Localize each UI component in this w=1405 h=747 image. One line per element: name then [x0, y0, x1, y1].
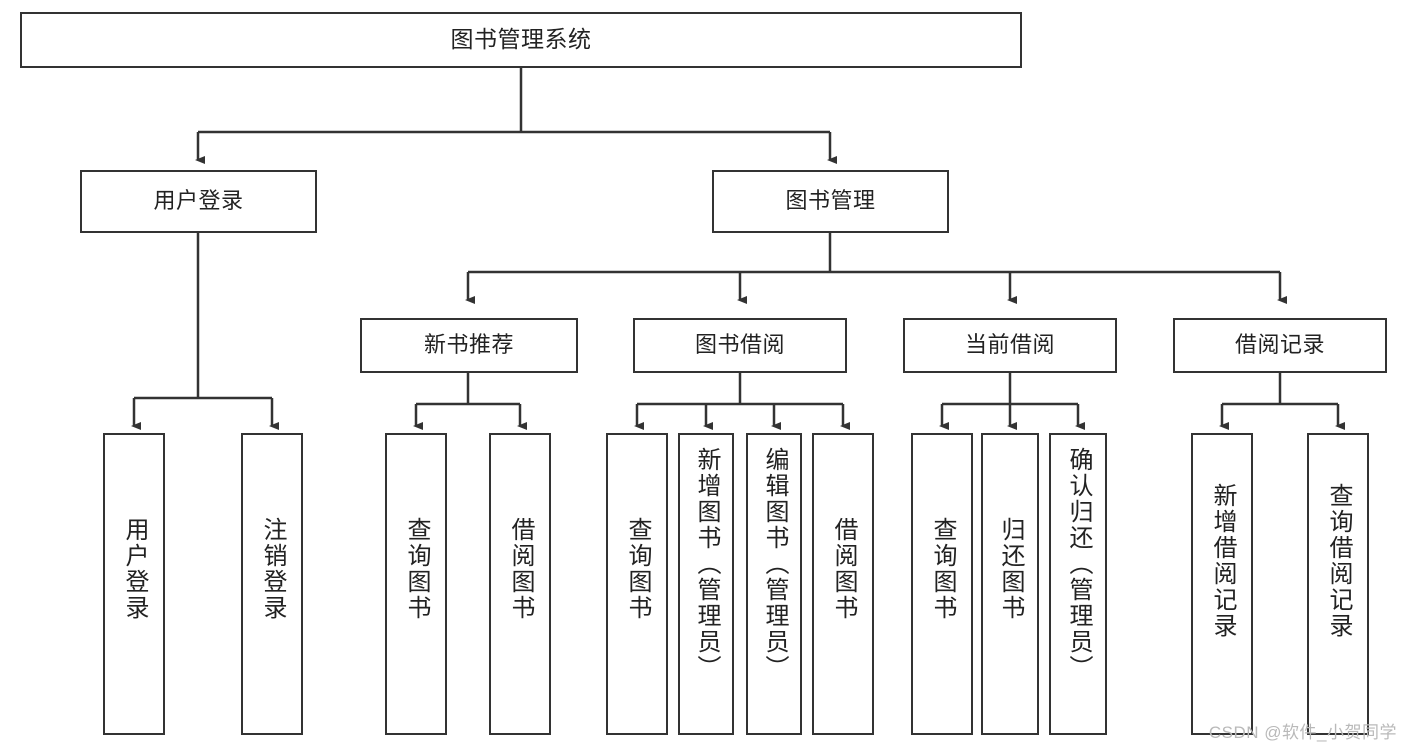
- node-label: 用户登录: [121, 517, 148, 621]
- leaf-borrow-book-rec[interactable]: 借阅图书: [489, 433, 551, 735]
- leaf-query-book-borrow[interactable]: 查询图书: [606, 433, 668, 735]
- node-new-book-recommend[interactable]: 新书推荐: [360, 318, 578, 373]
- node-label: 借阅记录: [1234, 332, 1325, 358]
- node-label: 借阅图书: [507, 517, 534, 621]
- node-label: 查询图书: [929, 517, 956, 621]
- node-label: 图书管理: [785, 188, 876, 214]
- leaf-query-book-rec[interactable]: 查询图书: [385, 433, 447, 735]
- leaf-logout[interactable]: 注销登录: [241, 433, 303, 735]
- node-label: 图书借阅: [694, 332, 785, 358]
- leaf-return-book[interactable]: 归还图书: [981, 433, 1039, 735]
- leaf-user-login[interactable]: 用户登录: [103, 433, 165, 735]
- node-label: 图书管理系统: [450, 26, 592, 53]
- node-label: 用户登录: [153, 188, 244, 214]
- node-label: 查询图书: [624, 517, 651, 621]
- node-label: 查询图书: [403, 517, 430, 621]
- node-current-borrow[interactable]: 当前借阅: [903, 318, 1117, 373]
- node-label: 查询借阅记录: [1325, 483, 1352, 639]
- leaf-add-borrow-record[interactable]: 新增借阅记录: [1191, 433, 1253, 735]
- node-label: 归还图书: [997, 517, 1024, 621]
- node-root-system[interactable]: 图书管理系统: [20, 12, 1022, 68]
- leaf-edit-book-admin[interactable]: 编辑图书（管理员）: [746, 433, 802, 735]
- leaf-confirm-return-admin[interactable]: 确认归还（管理员）: [1049, 433, 1107, 735]
- leaf-borrow-book[interactable]: 借阅图书: [812, 433, 874, 735]
- node-book-management[interactable]: 图书管理: [712, 170, 949, 233]
- node-borrow-record[interactable]: 借阅记录: [1173, 318, 1387, 373]
- leaf-query-borrow-record[interactable]: 查询借阅记录: [1307, 433, 1369, 735]
- node-label: 注销登录: [259, 517, 286, 621]
- node-label: 新增借阅记录: [1209, 483, 1236, 639]
- node-label: 当前借阅: [964, 332, 1055, 358]
- node-label: 新增图书（管理员）: [693, 447, 720, 681]
- node-book-borrow[interactable]: 图书借阅: [633, 318, 847, 373]
- node-label: 借阅图书: [830, 517, 857, 621]
- node-label: 编辑图书（管理员）: [761, 447, 788, 681]
- node-label: 确认归还（管理员）: [1065, 447, 1092, 681]
- leaf-query-book-current[interactable]: 查询图书: [911, 433, 973, 735]
- csdn-watermark: CSDN @软件_小贺同学: [1208, 723, 1397, 742]
- node-user-login[interactable]: 用户登录: [80, 170, 317, 233]
- leaf-add-book-admin[interactable]: 新增图书（管理员）: [678, 433, 734, 735]
- node-label: 新书推荐: [423, 332, 514, 358]
